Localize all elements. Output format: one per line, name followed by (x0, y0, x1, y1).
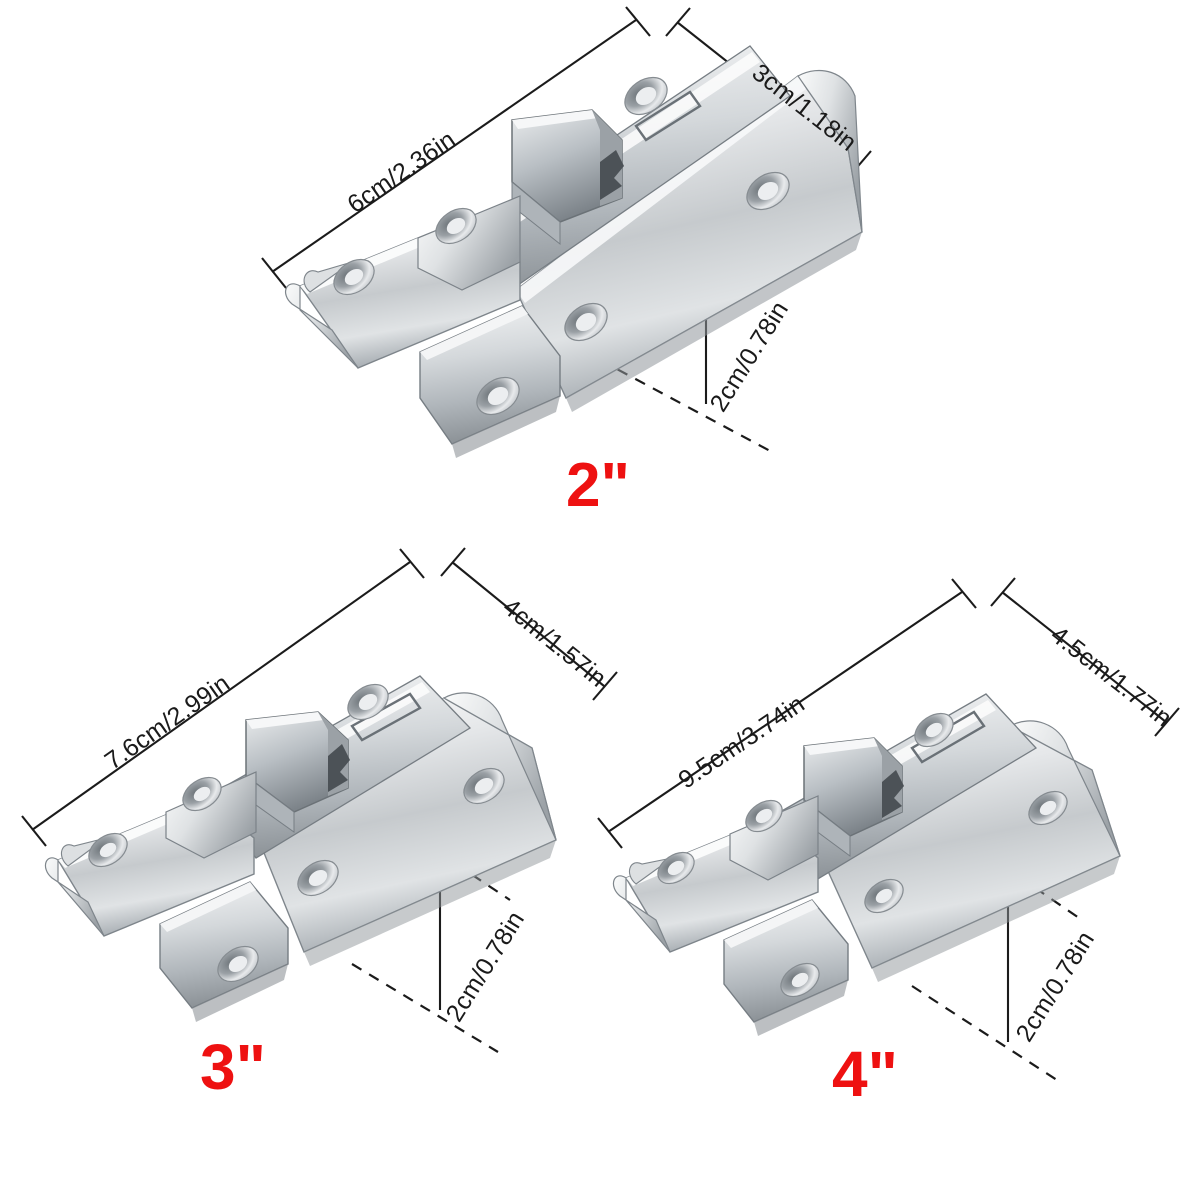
product-panel-3in: 7.6cm/2.99in 4cm/1.57in 2cm/0.78in (0, 540, 620, 1060)
latch-illustration-3in (21, 547, 618, 1053)
product-panel-4in: 9.5cm/3.74in 4.5cm/1.77in 2cm/0.78in (590, 570, 1200, 1083)
size-badge-2in: 2" (566, 451, 630, 520)
product-panel-2in: 6cm/2.36in 3cm/1.18in 2cm/0.78in (0, 0, 900, 540)
size-badge-3in: 3" (200, 1031, 266, 1103)
size-badge-4in: 4" (832, 1038, 898, 1110)
latch-illustration-4in (597, 577, 1180, 1083)
latch-illustration-2in (261, 6, 872, 458)
